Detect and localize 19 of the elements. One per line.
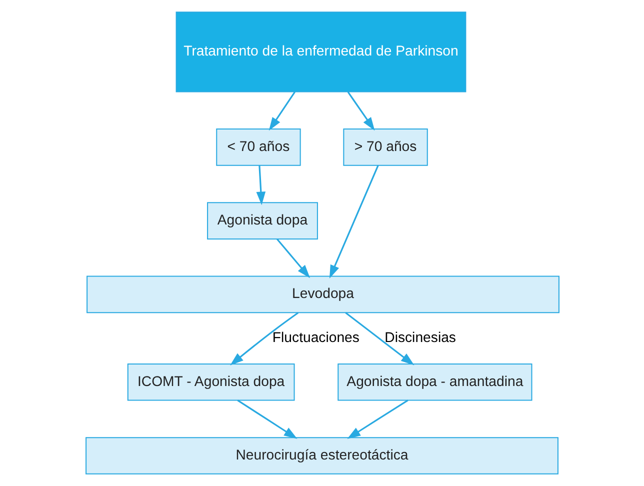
node-box: > 70 años xyxy=(342,128,428,166)
arrow xyxy=(276,238,310,278)
arrow xyxy=(328,165,378,278)
node-box: Agonista dopa - amantadina xyxy=(337,364,532,401)
arrow xyxy=(256,166,266,206)
node-box: < 70 años xyxy=(216,128,300,166)
arrow xyxy=(230,312,298,366)
edge-label: Fluctuaciones xyxy=(272,329,359,346)
edge-label: Discinesias xyxy=(384,329,456,346)
arrow xyxy=(346,91,374,131)
node-box: Tratamiento de la enfermedad de Parkinson xyxy=(175,12,466,92)
node-box: ICOMT - Agonista dopa xyxy=(126,364,294,401)
arrow xyxy=(346,400,408,439)
arrow xyxy=(268,91,296,131)
node-box: Agonista dopa xyxy=(206,202,318,240)
arrow xyxy=(344,312,414,366)
node-box: Levodopa xyxy=(86,276,559,314)
node-box: Neurocirugía estereotáctica xyxy=(85,437,558,474)
arrow xyxy=(236,400,297,439)
